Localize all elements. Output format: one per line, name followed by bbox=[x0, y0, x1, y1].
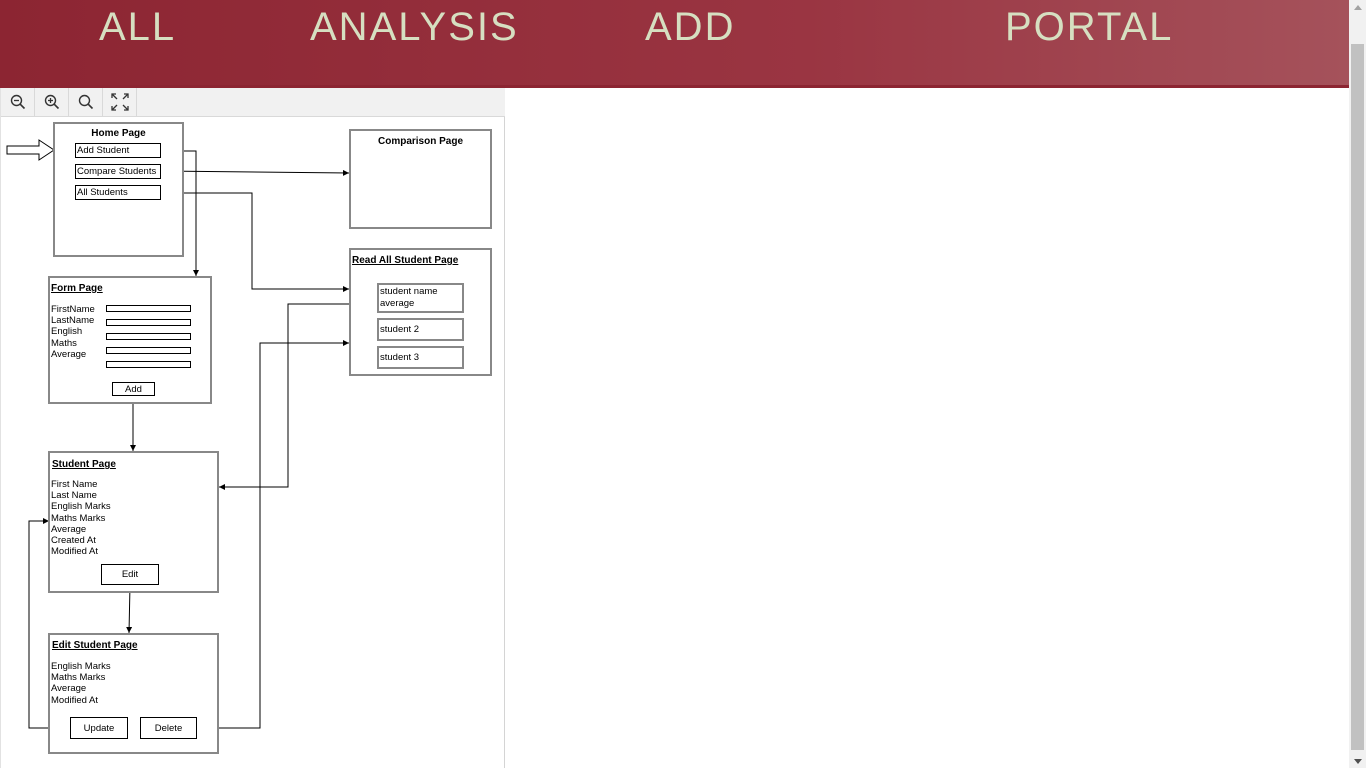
student-field-english-marks: English Marks bbox=[51, 501, 111, 512]
student-item-3[interactable]: student 3 bbox=[377, 346, 464, 369]
form-label-average: Average bbox=[51, 349, 87, 360]
english-input[interactable] bbox=[106, 333, 191, 340]
scroll-down-arrow[interactable] bbox=[1349, 754, 1366, 768]
edit-field-english-marks: English Marks bbox=[51, 661, 111, 672]
reset-zoom-button[interactable] bbox=[69, 88, 103, 116]
scroll-up-icon bbox=[1353, 4, 1362, 10]
student-field-modified-at: Modified At bbox=[51, 546, 98, 557]
edit-field-maths-marks: Maths Marks bbox=[51, 672, 106, 683]
comparison-page-title: Comparison Page bbox=[377, 136, 464, 147]
home-page-title: Home Page bbox=[91, 128, 146, 139]
comparison-page-box: Comparison Page bbox=[349, 129, 492, 229]
connector-item-to-student bbox=[219, 303, 377, 490]
read-all-page-title: Read All Student Page bbox=[352, 255, 459, 266]
edit-field-average: Average bbox=[51, 683, 87, 694]
connector-edit bbox=[126, 584, 133, 634]
edit-button[interactable]: Edit bbox=[101, 564, 159, 585]
delete-button[interactable]: Delete bbox=[140, 717, 197, 739]
zoom-in-button[interactable] bbox=[35, 88, 69, 116]
student-3-label: student 3 bbox=[380, 352, 420, 363]
form-label-firstname: FirstName bbox=[51, 304, 95, 315]
connector-compare bbox=[159, 169, 350, 176]
student-field-created-at: Created At bbox=[51, 535, 96, 546]
student-name-label: student name bbox=[380, 286, 438, 297]
all-students-button[interactable]: All Students bbox=[75, 185, 161, 200]
firstname-input[interactable] bbox=[106, 305, 191, 312]
student-field-first-name: First Name bbox=[51, 479, 98, 490]
add-button[interactable]: Add bbox=[112, 382, 155, 396]
student-field-average: Average bbox=[51, 524, 87, 535]
edit-field-modified-at: Modified At bbox=[51, 695, 98, 706]
edit-page-title: Edit Student Page bbox=[52, 640, 138, 651]
header-bar: ALL ANALYSIS ADD PORTAL bbox=[0, 0, 1349, 85]
scroll-up-arrow[interactable] bbox=[1349, 0, 1366, 14]
read-all-page-box: Read All Student Page bbox=[349, 248, 492, 376]
form-page-title: Form Page bbox=[51, 283, 103, 294]
student-2-label: student 2 bbox=[380, 324, 420, 335]
nav-link-add[interactable]: ADD bbox=[645, 5, 736, 49]
header-divider bbox=[0, 85, 1349, 88]
student-average-label: average bbox=[380, 298, 415, 309]
zoom-out-button[interactable] bbox=[1, 88, 35, 116]
add-student-button[interactable]: Add Student bbox=[75, 143, 161, 158]
zoom-out-icon bbox=[10, 94, 25, 110]
page-scrollbar[interactable] bbox=[1349, 0, 1366, 768]
student-field-maths-marks: Maths Marks bbox=[51, 513, 106, 524]
zoom-in-icon bbox=[44, 94, 59, 110]
fit-screen-button[interactable] bbox=[103, 88, 137, 116]
reset-zoom-icon bbox=[78, 94, 93, 110]
nav-link-portal[interactable]: PORTAL bbox=[1005, 5, 1174, 49]
average-input[interactable] bbox=[106, 361, 191, 368]
connector-delete bbox=[196, 340, 349, 729]
form-label-maths: Maths bbox=[51, 338, 77, 349]
diagram-viewer: Home Page Add Student Compare Students A… bbox=[0, 88, 505, 768]
student-page-title: Student Page bbox=[52, 459, 116, 470]
student-item-1[interactable]: student name average bbox=[377, 283, 464, 313]
nav-link-all[interactable]: ALL bbox=[99, 5, 177, 49]
viewer-toolbar bbox=[1, 88, 505, 117]
compare-students-button[interactable]: Compare Students bbox=[75, 164, 161, 179]
fit-screen-icon bbox=[110, 93, 129, 111]
form-label-english: English bbox=[51, 326, 83, 337]
lastname-input[interactable] bbox=[106, 319, 191, 326]
student-field-last-name: Last Name bbox=[51, 490, 97, 501]
nav-link-analysis[interactable]: ANALYSIS bbox=[310, 5, 519, 49]
connector-all bbox=[160, 192, 349, 292]
student-page-box: Student Page bbox=[48, 451, 219, 593]
update-button[interactable]: Update bbox=[70, 717, 128, 739]
maths-input[interactable] bbox=[106, 347, 191, 354]
student-item-2[interactable]: student 2 bbox=[377, 318, 464, 341]
form-label-lastname: LastName bbox=[51, 315, 95, 326]
scroll-down-icon bbox=[1353, 758, 1362, 764]
start-arrow bbox=[6, 139, 55, 161]
scroll-thumb[interactable] bbox=[1351, 44, 1364, 750]
